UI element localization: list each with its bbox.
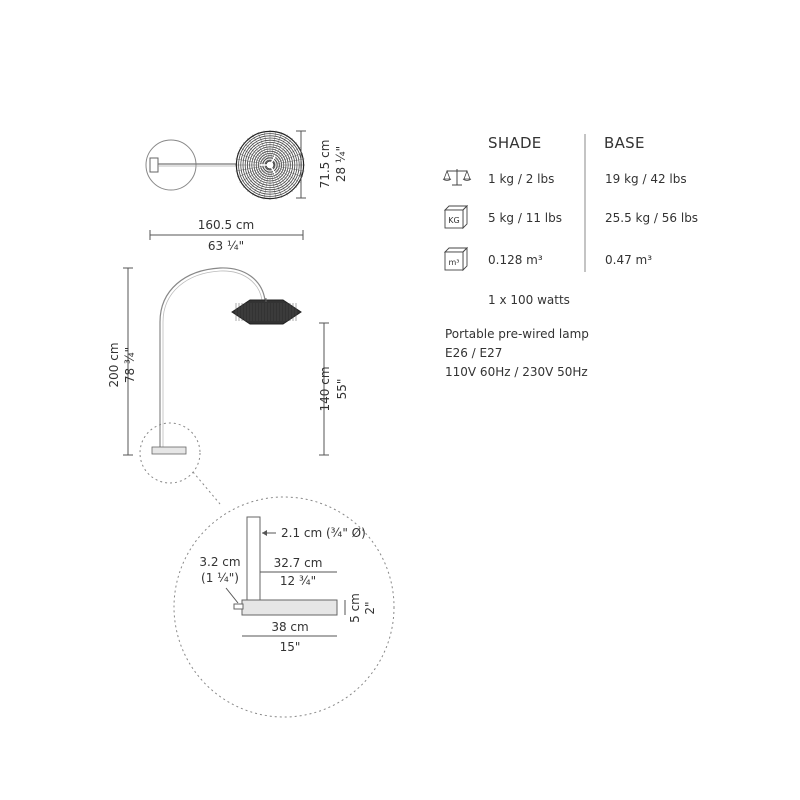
base-package-weight: 25.5 kg / 56 lbs — [605, 211, 699, 225]
shade-column-header: SHADE — [488, 134, 542, 152]
base-weight: 19 kg / 42 lbs — [605, 172, 687, 186]
width-cm-label: 160.5 cm — [198, 218, 254, 232]
pole-diameter-label: 2.1 cm (¾" Ø) — [281, 526, 366, 540]
width-in-label: 63 ¼" — [208, 239, 244, 253]
top-view: 71.5 cm 28 ¼" 160.5 cm 63 ¼" — [145, 130, 348, 253]
shade-height-cm-label: 140 cm — [318, 366, 332, 411]
shade-package-weight: 5 kg / 11 lbs — [488, 211, 562, 225]
height-cm-label: 200 cm — [107, 342, 121, 387]
base-width-cm-label: 38 cm — [271, 620, 308, 634]
lamp-shade — [231, 299, 302, 325]
top-view-shade — [235, 130, 305, 200]
kg-box-icon: KG — [443, 204, 469, 230]
note-socket: E26 / E27 — [445, 346, 503, 360]
lamp-base — [151, 446, 187, 455]
detail-switch — [233, 603, 244, 610]
note-portable: Portable pre-wired lamp — [445, 327, 589, 341]
inner-cm-label: 32.7 cm — [274, 556, 323, 570]
height-in-label: 78 ¾" — [123, 347, 137, 383]
base-width-in-label: 15" — [280, 640, 301, 654]
switch-cm-label: 3.2 cm — [199, 555, 240, 569]
base-height-cm-label: 5 cm — [348, 593, 362, 623]
m3-box-icon: m³ — [443, 246, 469, 272]
detail-base-plate — [241, 599, 338, 616]
side-view: 200 cm 78 ¾" 140 cm 55" — [107, 267, 349, 505]
scale-icon — [442, 169, 472, 186]
shade-height-in-label: 55" — [335, 379, 349, 400]
detail-pole — [246, 516, 261, 603]
note-voltage: 110V 60Hz / 230V 50Hz — [445, 365, 588, 379]
m3-icon-label: m³ — [449, 258, 460, 267]
detail-view: 2.1 cm (¾" Ø) 32.7 cm 12 ¾" 3.2 cm (1 ¼"… — [173, 496, 395, 718]
lamp-arc — [159, 267, 266, 448]
bulb-info: 1 x 100 watts — [488, 293, 570, 307]
shade-weight: 1 kg / 2 lbs — [488, 172, 555, 186]
detail-circle — [173, 496, 395, 718]
inner-in-label: 12 ¾" — [280, 574, 316, 588]
top-view-base-disc — [145, 139, 197, 191]
kg-icon-label: KG — [448, 216, 459, 225]
depth-in-label: 28 ¼" — [334, 146, 348, 182]
depth-cm-label: 71.5 cm — [318, 140, 332, 189]
detail-callout-circle — [139, 422, 201, 484]
base-volume: 0.47 m³ — [605, 253, 653, 267]
base-height-in-label: 2" — [363, 601, 377, 614]
switch-in-label: (1 ¼") — [201, 571, 239, 585]
shade-volume: 0.128 m³ — [488, 253, 543, 267]
top-view-pole-block — [149, 157, 159, 173]
base-column-header: BASE — [604, 134, 645, 152]
